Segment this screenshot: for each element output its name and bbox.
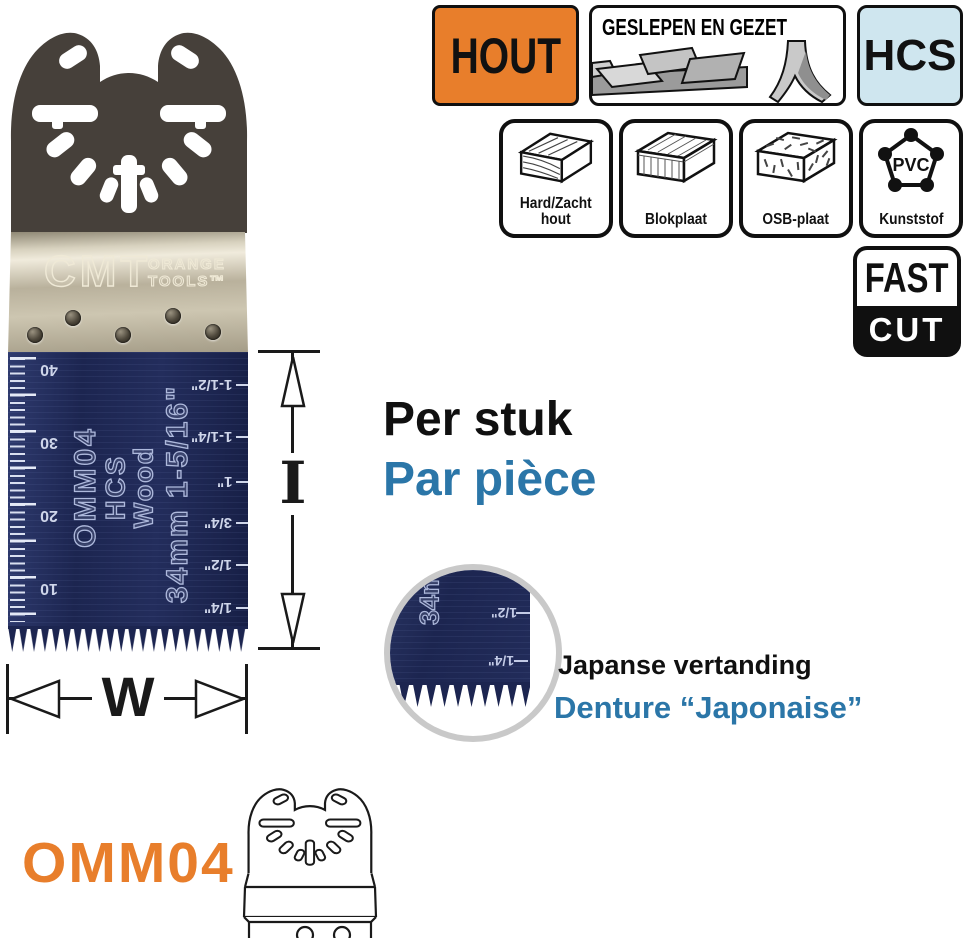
blade-marking-code: OMM04 bbox=[68, 426, 102, 549]
app-label-hardzacht: Hard/Zacht hout bbox=[520, 195, 592, 228]
i-dim-bottom-cap bbox=[258, 647, 320, 650]
inch-tick bbox=[236, 481, 248, 483]
detail-tick bbox=[514, 660, 528, 662]
rivet bbox=[115, 327, 131, 343]
blade-clamp-plate: CMT ORANGE TOOLS™ bbox=[8, 232, 248, 353]
arbor-slots bbox=[32, 45, 226, 213]
w-arrow-right bbox=[194, 679, 246, 719]
badge-hout: HOUT bbox=[432, 5, 579, 106]
inch-scale-1-2: 1/2" bbox=[204, 556, 232, 573]
inch-scale-1: 1" bbox=[216, 473, 232, 490]
blade-marking-material: Wood bbox=[128, 445, 159, 529]
detail-blade-marking: 34m bbox=[414, 570, 445, 626]
w-dim-left-cap bbox=[6, 664, 9, 734]
tooth-detail-circle: 34m 1/2" 1/4" bbox=[384, 564, 562, 742]
app-label-kunststof: Kunststof bbox=[878, 211, 944, 228]
badge-geslepen-en-gezet: GESLEPEN EN GEZET bbox=[589, 5, 846, 106]
app-box-blokplaat: Blokplaat bbox=[619, 119, 733, 238]
app-label-blokplaat: Blokplaat bbox=[645, 211, 707, 228]
blade-photo: CMT ORANGE TOOLS™ 40 30 20 10 1-1/2" bbox=[8, 25, 250, 657]
blockboard-icon bbox=[634, 131, 718, 184]
mm-scale-30: 30 bbox=[40, 434, 58, 451]
wood-icon bbox=[517, 132, 595, 184]
inch-scale-3-4: 3/4" bbox=[204, 514, 232, 531]
detail-teeth bbox=[390, 682, 530, 710]
rivet bbox=[27, 327, 43, 343]
rivet bbox=[205, 324, 221, 340]
cut-label: CUT bbox=[868, 310, 946, 348]
length-dimension-label: I bbox=[279, 449, 307, 517]
app-box-pvc: PVC Kunststof bbox=[859, 119, 963, 238]
tooth-style-french: Denture “Japonaise” bbox=[554, 690, 863, 725]
inch-tick bbox=[236, 607, 248, 609]
inch-scale-1-1-4: 1-1/4" bbox=[190, 428, 232, 445]
badge-geslepen-label: GESLEPEN EN GEZET bbox=[602, 14, 787, 40]
badge-hcs-label: HCS bbox=[863, 30, 957, 80]
blade-body: 40 30 20 10 1-1/2" 1-1/4" 1" 3/4" 1/2" 1… bbox=[8, 352, 248, 628]
tooth-style-dutch: Japanse vertanding bbox=[558, 650, 812, 680]
detail-mark-1-4: 1/4" bbox=[487, 653, 515, 669]
mm-scale-40: 40 bbox=[40, 361, 58, 378]
app-box-osb: OSB-plaat bbox=[739, 119, 853, 238]
blade-outline-drawing bbox=[242, 786, 378, 938]
blade-teeth bbox=[8, 626, 248, 654]
i-arrow-up bbox=[280, 356, 306, 408]
tooth-detail-blade bbox=[390, 570, 530, 684]
packaging-dutch: Per stuk bbox=[383, 393, 573, 446]
badge-hout-label: HOUT bbox=[450, 27, 561, 84]
w-arrow-left bbox=[9, 679, 61, 719]
blade-marking-size: 34mm 1-5/16" bbox=[160, 384, 194, 604]
app-box-wood: Hard/Zacht hout bbox=[499, 119, 613, 238]
detail-mark-1-2: 1/2" bbox=[490, 605, 518, 621]
badge-hcs: HCS bbox=[857, 5, 963, 106]
rivet bbox=[65, 310, 81, 326]
inch-tick bbox=[236, 564, 248, 566]
mm-ruler-major-ticks bbox=[10, 357, 36, 623]
fast-label: FAST bbox=[865, 254, 949, 301]
pvc-icon-text: PVC bbox=[892, 155, 929, 175]
detail-tick bbox=[516, 612, 530, 614]
inch-tick bbox=[236, 522, 248, 524]
inch-tick bbox=[236, 384, 248, 386]
product-code: OMM04 bbox=[22, 831, 235, 895]
w-dim-right-cap bbox=[245, 664, 248, 734]
rivet bbox=[165, 308, 181, 324]
i-arrow-down bbox=[280, 592, 306, 644]
arbor-mount bbox=[10, 32, 248, 234]
blade-marking-steel: HCS bbox=[100, 453, 131, 521]
width-dimension-label: W bbox=[92, 666, 164, 728]
packaging-french: Par pièce bbox=[383, 453, 597, 506]
cmt-logo: CMT bbox=[43, 247, 152, 296]
app-label-osb: OSB-plaat bbox=[762, 211, 830, 228]
fast-cut-badge: FAST CUT bbox=[853, 246, 961, 357]
osb-icon bbox=[754, 131, 838, 184]
mm-scale-20: 20 bbox=[40, 507, 58, 524]
inch-tick bbox=[236, 436, 248, 438]
i-dim-line-bottom bbox=[291, 515, 294, 647]
set-teeth-icon bbox=[592, 40, 832, 103]
mm-scale-10: 10 bbox=[40, 580, 58, 597]
brand-orange-tools: ORANGE TOOLS™ bbox=[147, 256, 227, 291]
inch-scale-1-4: 1/4" bbox=[204, 599, 232, 616]
inch-scale-1-1-2: 1-1/2" bbox=[190, 376, 232, 393]
pvc-icon: PVC bbox=[878, 128, 944, 192]
i-dim-top-cap bbox=[258, 350, 320, 353]
